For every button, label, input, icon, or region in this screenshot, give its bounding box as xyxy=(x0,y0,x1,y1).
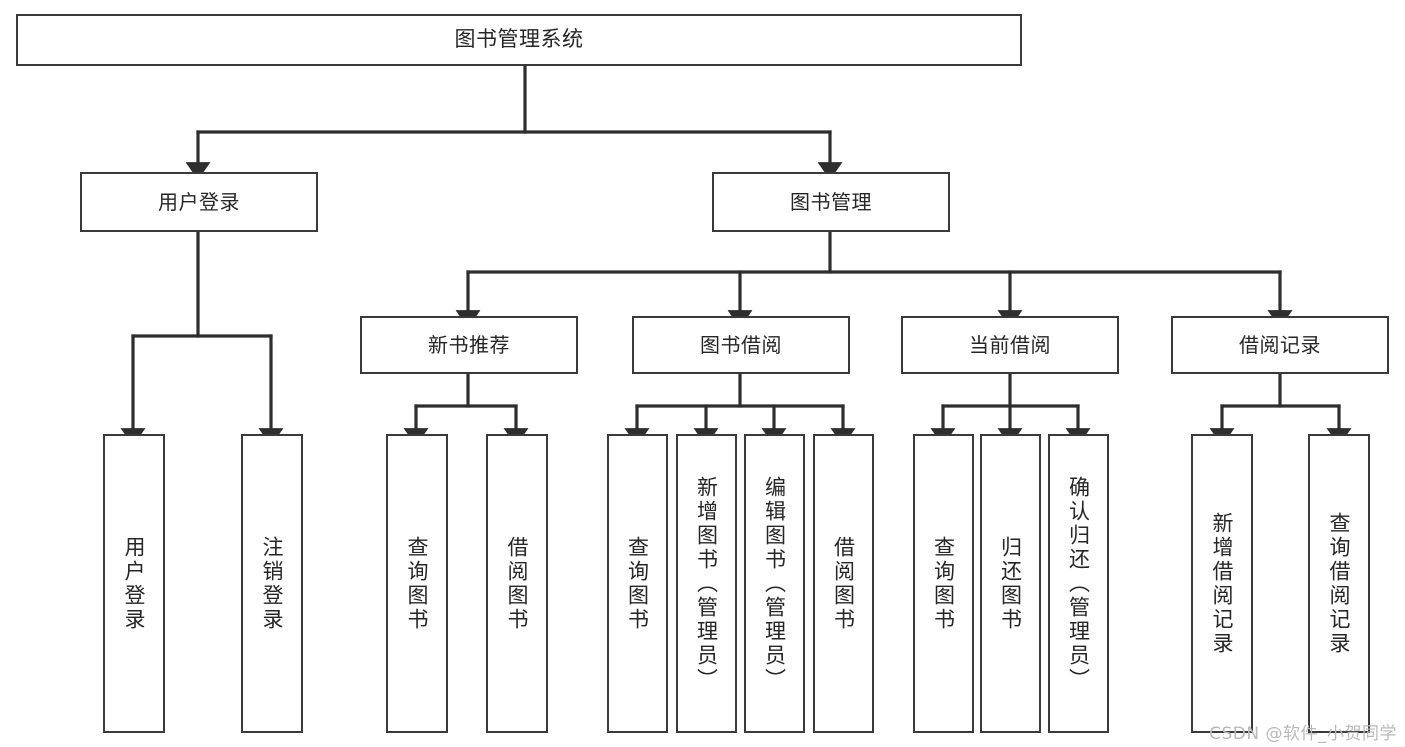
node-label: 归还图书 xyxy=(998,535,1023,632)
node-book-management[interactable]: 图书管理 xyxy=(712,172,950,232)
node-label: 新书推荐 xyxy=(428,332,510,357)
node-label: 借阅图书 xyxy=(831,535,856,632)
node-root-system[interactable]: 图书管理系统 xyxy=(16,14,1022,66)
node-label: 当前借阅 xyxy=(969,332,1051,357)
leaf-book-borrow-edit[interactable]: 编辑图书（管理员） xyxy=(744,434,805,733)
leaf-book-borrow-add[interactable]: 新增图书（管理员） xyxy=(676,434,737,733)
node-label: 借阅记录 xyxy=(1239,332,1321,357)
leaf-user-login-signin[interactable]: 用户登录 xyxy=(103,434,165,733)
leaf-current-borrow-query[interactable]: 查询图书 xyxy=(913,434,974,733)
node-label: 图书管理系统 xyxy=(454,27,584,52)
node-current-borrow[interactable]: 当前借阅 xyxy=(901,316,1119,374)
node-user-login[interactable]: 用户登录 xyxy=(80,172,318,232)
node-label: 图书管理 xyxy=(790,189,872,214)
csdn-watermark: CSDN @软件_小贺同学 xyxy=(1209,724,1397,744)
leaf-current-borrow-confirm-return[interactable]: 确认归还（管理员） xyxy=(1048,434,1109,733)
node-label: 查询图书 xyxy=(405,535,430,632)
leaf-new-book-borrow[interactable]: 借阅图书 xyxy=(486,434,548,733)
node-label: 用户登录 xyxy=(122,535,147,632)
node-book-borrow[interactable]: 图书借阅 xyxy=(632,316,850,374)
leaf-current-borrow-return[interactable]: 归还图书 xyxy=(980,434,1041,733)
leaf-borrow-record-query[interactable]: 查询借阅记录 xyxy=(1308,434,1370,733)
node-borrow-record[interactable]: 借阅记录 xyxy=(1171,316,1389,374)
node-label: 查询图书 xyxy=(931,535,956,632)
node-label: 新增图书（管理员） xyxy=(694,475,719,692)
node-label: 借阅图书 xyxy=(505,535,530,632)
leaf-book-borrow-borrow[interactable]: 借阅图书 xyxy=(813,434,874,733)
leaf-user-login-signout[interactable]: 注销登录 xyxy=(241,434,303,733)
leaf-book-borrow-query[interactable]: 查询图书 xyxy=(607,434,668,733)
node-label: 注销登录 xyxy=(260,535,285,632)
node-label: 新增借阅记录 xyxy=(1210,511,1235,656)
node-label: 查询借阅记录 xyxy=(1327,511,1352,656)
node-label: 图书借阅 xyxy=(700,332,782,357)
leaf-borrow-record-add[interactable]: 新增借阅记录 xyxy=(1191,434,1253,733)
node-label: 确认归还（管理员） xyxy=(1066,475,1091,692)
node-label: 查询图书 xyxy=(625,535,650,632)
node-new-book-recommend[interactable]: 新书推荐 xyxy=(360,316,578,374)
node-label: 用户登录 xyxy=(158,189,240,214)
leaf-new-book-query[interactable]: 查询图书 xyxy=(386,434,448,733)
node-label: 编辑图书（管理员） xyxy=(762,475,787,692)
